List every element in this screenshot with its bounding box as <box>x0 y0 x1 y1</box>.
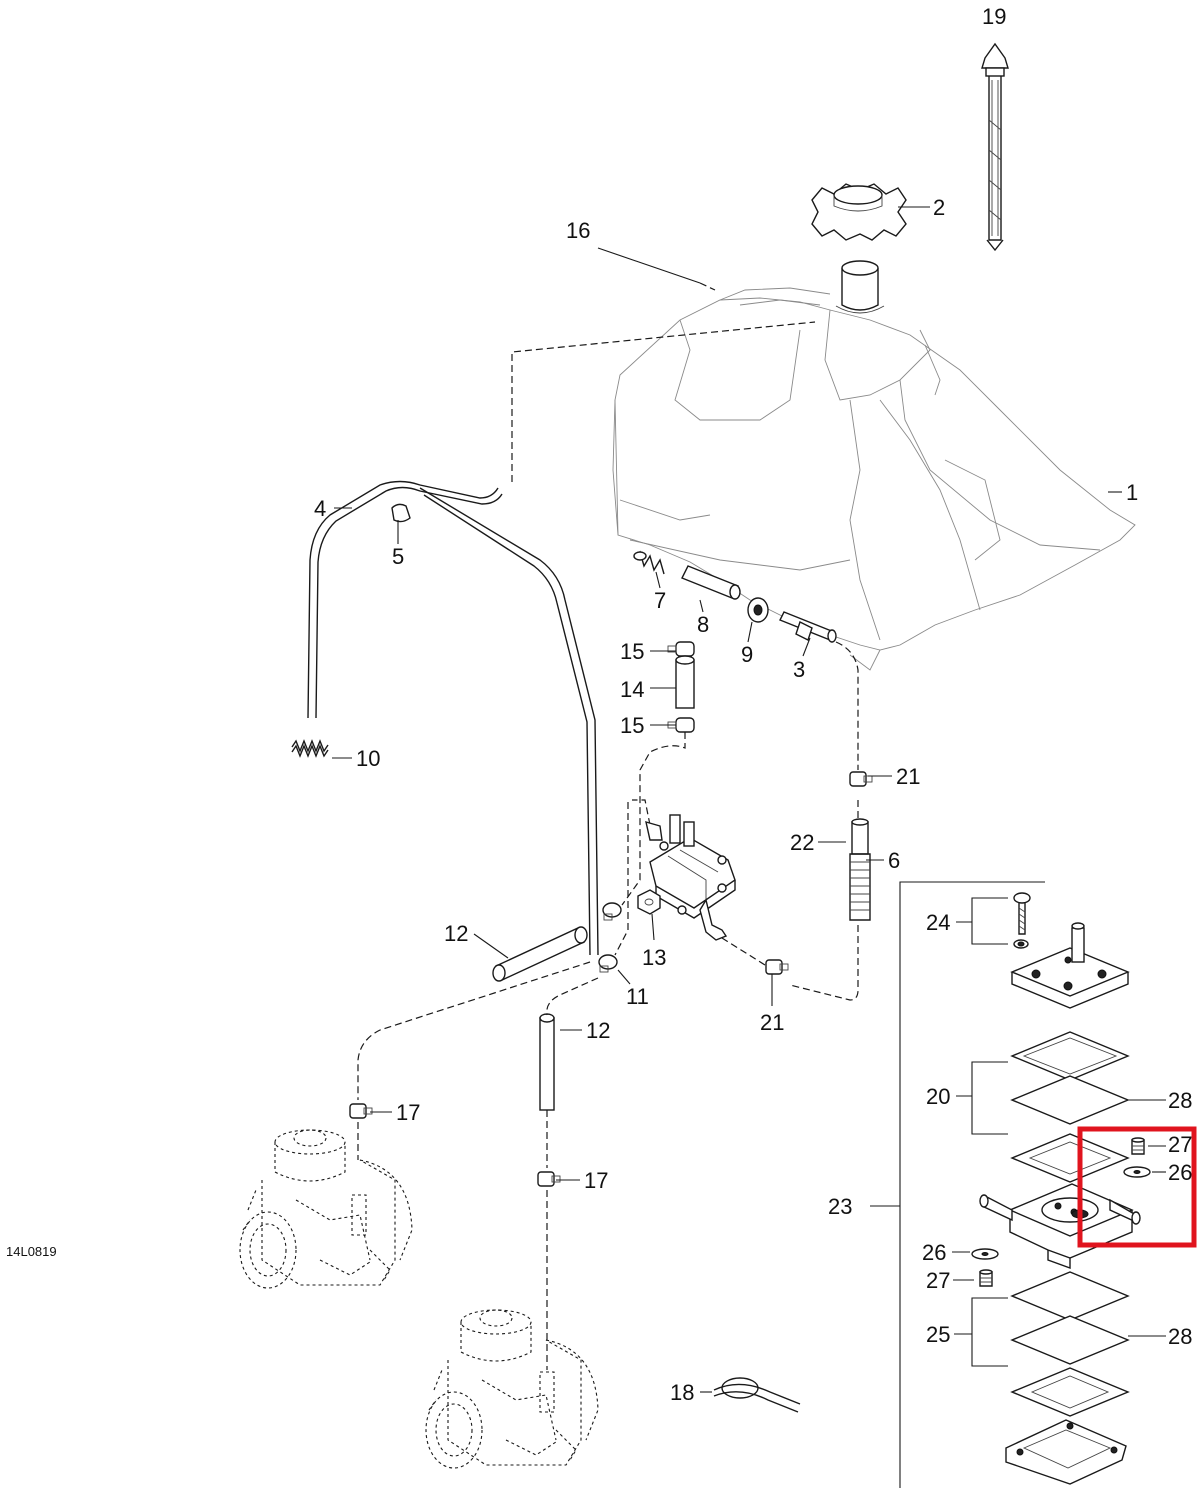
callout-11: 11 <box>626 984 649 1009</box>
pump-body[interactable] <box>979 1183 1141 1269</box>
callout-27-lower: 27 <box>926 1268 950 1293</box>
callout-12-diagonal-hose: 12 <box>444 921 468 946</box>
tank-cap[interactable] <box>811 183 907 241</box>
clip-part[interactable] <box>391 503 411 523</box>
tie-wrap-part[interactable] <box>713 1377 801 1413</box>
vent-routing-dashed <box>511 321 816 482</box>
callout-7: 7 <box>654 588 666 613</box>
callout-22: 22 <box>790 830 814 855</box>
screw-part[interactable] <box>1013 892 1031 935</box>
line-to-hose-12 <box>546 977 599 1016</box>
hose-clamp-upper[interactable] <box>849 771 873 787</box>
callout-12-vertical-hose: 12 <box>586 1018 610 1043</box>
fuel-tank[interactable] <box>612 287 1136 671</box>
callout-26-lower: 26 <box>922 1240 946 1265</box>
pulse-line-dashed-2 <box>614 802 629 956</box>
line-to-filter <box>835 641 859 770</box>
carburetor-right <box>425 1309 599 1469</box>
callout-21-upper: 21 <box>896 764 920 789</box>
pump-gasket-25-bottom[interactable] <box>1010 1367 1130 1417</box>
callout-14: 14 <box>620 677 644 702</box>
hose-clamp-11-upper[interactable] <box>602 902 622 921</box>
spring-part[interactable] <box>291 739 329 758</box>
fuel-pump-assembly[interactable] <box>645 814 736 941</box>
washer-26-upper[interactable] <box>1123 1166 1151 1178</box>
fuel-hose-part[interactable] <box>492 926 588 982</box>
pump-gasket-20-bottom[interactable] <box>1010 1133 1130 1183</box>
pump-diaphragm-25[interactable] <box>1010 1315 1130 1365</box>
hose-clamp-17-right[interactable] <box>537 1171 561 1187</box>
grommet-part[interactable] <box>747 597 769 623</box>
kit-bracket-23 <box>899 881 1045 1488</box>
washer-26-lower[interactable] <box>971 1248 999 1260</box>
hose-clamp-part[interactable] <box>667 641 695 657</box>
filler-neck <box>835 260 885 314</box>
callout-17-left: 17 <box>396 1100 420 1125</box>
callout-4: 4 <box>314 496 326 521</box>
callout-26-upper-highlighted: 26 <box>1168 1160 1192 1185</box>
pump-top-cover[interactable] <box>1010 922 1130 1009</box>
pump-gasket-25-top[interactable] <box>1010 1271 1130 1321</box>
callout-2: 2 <box>933 195 945 220</box>
hose-clamp-lower[interactable] <box>765 959 789 975</box>
callout-28-upper: 28 <box>1168 1088 1192 1113</box>
fuel-hose-part-vertical[interactable] <box>539 1013 555 1111</box>
pump-gasket-20-top[interactable] <box>1010 1031 1130 1081</box>
callout-13: 13 <box>642 945 666 970</box>
line-to-carb-1 <box>357 961 591 1100</box>
nut-part[interactable] <box>637 889 661 915</box>
hose-clamp-11-lower[interactable] <box>598 954 618 973</box>
callout-10: 10 <box>356 746 380 771</box>
drawing-code: 14L0819 <box>6 1244 57 1259</box>
fuel-fitting-part[interactable] <box>779 611 837 643</box>
callout-15-upper: 15 <box>620 639 644 664</box>
callout-28-lower: 28 <box>1168 1324 1192 1349</box>
callout-labels: 1 2 3 4 5 6 7 8 9 10 11 12 12 13 14 15 1… <box>6 4 1192 1405</box>
fuel-filter-part[interactable] <box>849 818 871 921</box>
callout-1: 1 <box>1126 480 1138 505</box>
callout-6: 6 <box>888 848 900 873</box>
line-pump-outlet <box>721 937 766 966</box>
pulse-hose-part[interactable] <box>675 655 695 709</box>
lock-washer-part[interactable] <box>1013 939 1029 949</box>
check-valve-27-upper[interactable] <box>1131 1137 1145 1155</box>
callout-18: 18 <box>670 1380 694 1405</box>
filter-spring-part[interactable] <box>633 550 665 575</box>
filter-tube-part[interactable] <box>681 565 741 600</box>
callout-3: 3 <box>793 657 805 682</box>
highlight-box <box>1077 1126 1197 1248</box>
callout-23: 23 <box>828 1194 852 1219</box>
callout-21-lower: 21 <box>760 1010 784 1035</box>
callout-25: 25 <box>926 1322 950 1347</box>
callout-20: 20 <box>926 1084 950 1109</box>
vent-hose[interactable] <box>307 480 599 956</box>
callout-17-right: 17 <box>584 1168 608 1193</box>
callout-27-upper-highlighted: 27 <box>1168 1132 1192 1157</box>
callout-9: 9 <box>741 642 753 667</box>
pump-diaphragm-20[interactable] <box>1010 1075 1130 1125</box>
callout-19: 19 <box>982 4 1006 29</box>
hose-clamp-17-left[interactable] <box>349 1103 373 1119</box>
callout-5: 5 <box>392 544 404 569</box>
callout-24: 24 <box>926 910 950 935</box>
line-16-dashed <box>699 282 716 291</box>
check-valve-27-lower[interactable] <box>979 1269 993 1287</box>
pump-base-cover[interactable] <box>1005 1419 1127 1485</box>
callout-8: 8 <box>697 612 709 637</box>
push-rivet-part[interactable] <box>981 42 1009 252</box>
callout-16: 16 <box>566 218 590 243</box>
leader-lines <box>332 206 1166 1393</box>
callout-15-lower: 15 <box>620 713 644 738</box>
line-filter-to-pump <box>789 925 859 1001</box>
carburetor-left <box>239 1129 413 1289</box>
pulse-line-dashed <box>621 732 686 906</box>
pulse-line-stub <box>632 799 651 826</box>
